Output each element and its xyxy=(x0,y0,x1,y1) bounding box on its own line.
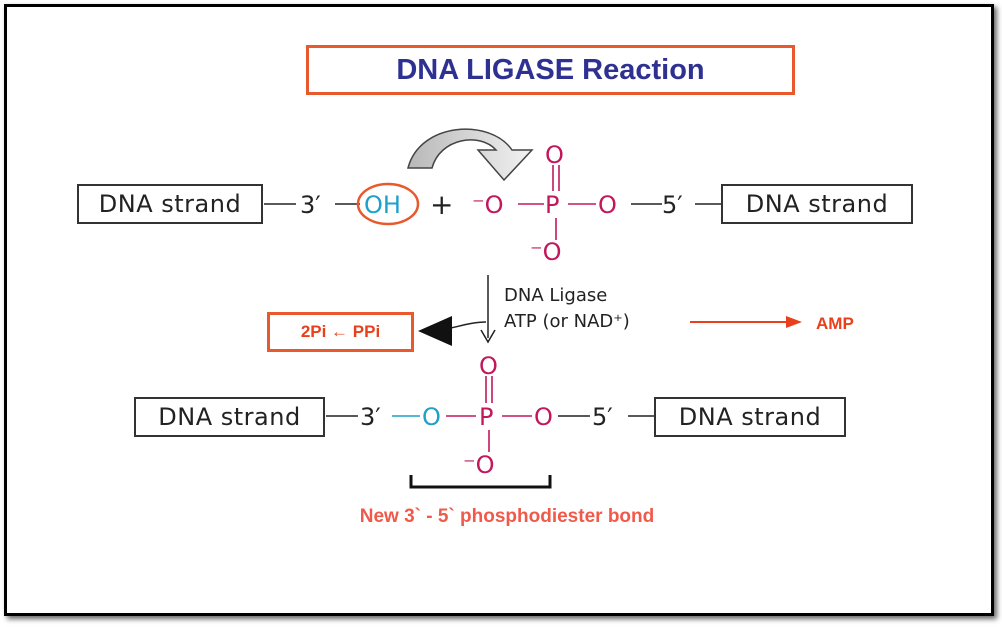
phosphate-top-oxygen: O xyxy=(545,141,564,169)
hydroxyl-group: OH xyxy=(364,191,401,219)
product-bottom-oxygen: ⁻O xyxy=(463,451,495,479)
phosphate-left-oxygen: ⁻O xyxy=(472,191,504,219)
plus-sign: + xyxy=(430,188,453,221)
product-left-strand-label: DNA strand xyxy=(158,403,301,431)
amp-arrow-head xyxy=(786,316,802,328)
reaction-arrow-head xyxy=(480,329,496,344)
reactant-left-strand-label: DNA strand xyxy=(98,190,242,218)
phosphodiester-caption: New 3` - 5` phosphodiester bond xyxy=(360,506,655,527)
amp-label: AMP xyxy=(816,314,854,333)
reactant-left-strand-box: DNA strand xyxy=(77,184,263,224)
phosphate-right-oxygen: O xyxy=(598,191,617,219)
product-three-prime: 3′ xyxy=(360,403,381,431)
reactant-three-prime: 3′ xyxy=(300,191,321,219)
pyrophosphate-arrow-head xyxy=(418,316,452,346)
product-top-oxygen: O xyxy=(479,352,498,380)
title-box: DNA LIGASE Reaction xyxy=(306,45,795,95)
diagram-title: DNA LIGASE Reaction xyxy=(396,53,705,86)
reactant-right-strand-box: DNA strand xyxy=(721,184,913,224)
nucleophilic-attack-arrow xyxy=(407,128,534,182)
hydroxyl-highlight xyxy=(356,182,420,226)
bridge-oxygen: O xyxy=(422,403,441,431)
slide-frame xyxy=(4,4,994,616)
enzyme-label: DNA Ligase xyxy=(504,285,607,306)
reactant-five-prime: 5′ xyxy=(662,191,683,219)
product-phosphorus-atom: P xyxy=(479,403,493,431)
product-right-oxygen: O xyxy=(534,403,553,431)
product-left-strand-box: DNA strand xyxy=(134,397,325,437)
product-right-strand-box: DNA strand xyxy=(654,397,846,437)
bond-bracket xyxy=(409,475,552,489)
phosphate-bottom-oxygen: ⁻O xyxy=(530,238,562,266)
pyrophosphate-box: 2Pi ← PPi xyxy=(267,312,414,352)
product-five-prime: 5′ xyxy=(592,403,613,431)
phosphorus-atom: P xyxy=(545,191,559,219)
pyrophosphate-label: 2Pi ← PPi xyxy=(300,322,381,341)
cofactor-label: ATP (or NAD⁺) xyxy=(504,311,630,332)
product-right-strand-label: DNA strand xyxy=(678,403,822,431)
reactant-right-strand-label: DNA strand xyxy=(745,190,889,218)
